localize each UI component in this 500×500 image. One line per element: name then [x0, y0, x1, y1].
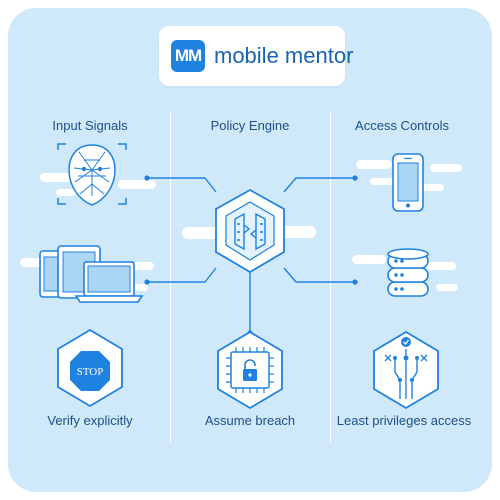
server-database-icon: [387, 248, 429, 297]
caption-least-privileges-access: Least privileges access: [336, 413, 472, 428]
column-title-policy-engine: Policy Engine: [210, 118, 290, 133]
brand-logo: MM mobile mentor: [159, 26, 353, 86]
face-scan-icon: [57, 143, 127, 206]
connector-lines: [147, 177, 355, 333]
policy-engine-chip-icon: [215, 188, 285, 274]
permission-tree-icon: [373, 330, 439, 410]
caption-assume-breach: Assume breach: [204, 413, 296, 428]
caption-verify-explicitly: Verify explicitly: [47, 413, 133, 428]
stop-sign-icon: [57, 328, 123, 408]
column-divider-right: [330, 112, 331, 442]
brand-name: mobile mentor: [214, 43, 354, 68]
padlock-chip-icon: [217, 330, 283, 410]
devices-icon: [39, 245, 144, 303]
smartphone-icon: [392, 153, 424, 212]
column-divider-left: [170, 112, 171, 442]
column-title-access-controls: Access Controls: [355, 118, 449, 133]
column-title-input-signals: Input Signals: [52, 118, 128, 133]
logo-mark-icon: MM: [171, 40, 205, 72]
stop-sign-label: STOP: [77, 366, 104, 378]
